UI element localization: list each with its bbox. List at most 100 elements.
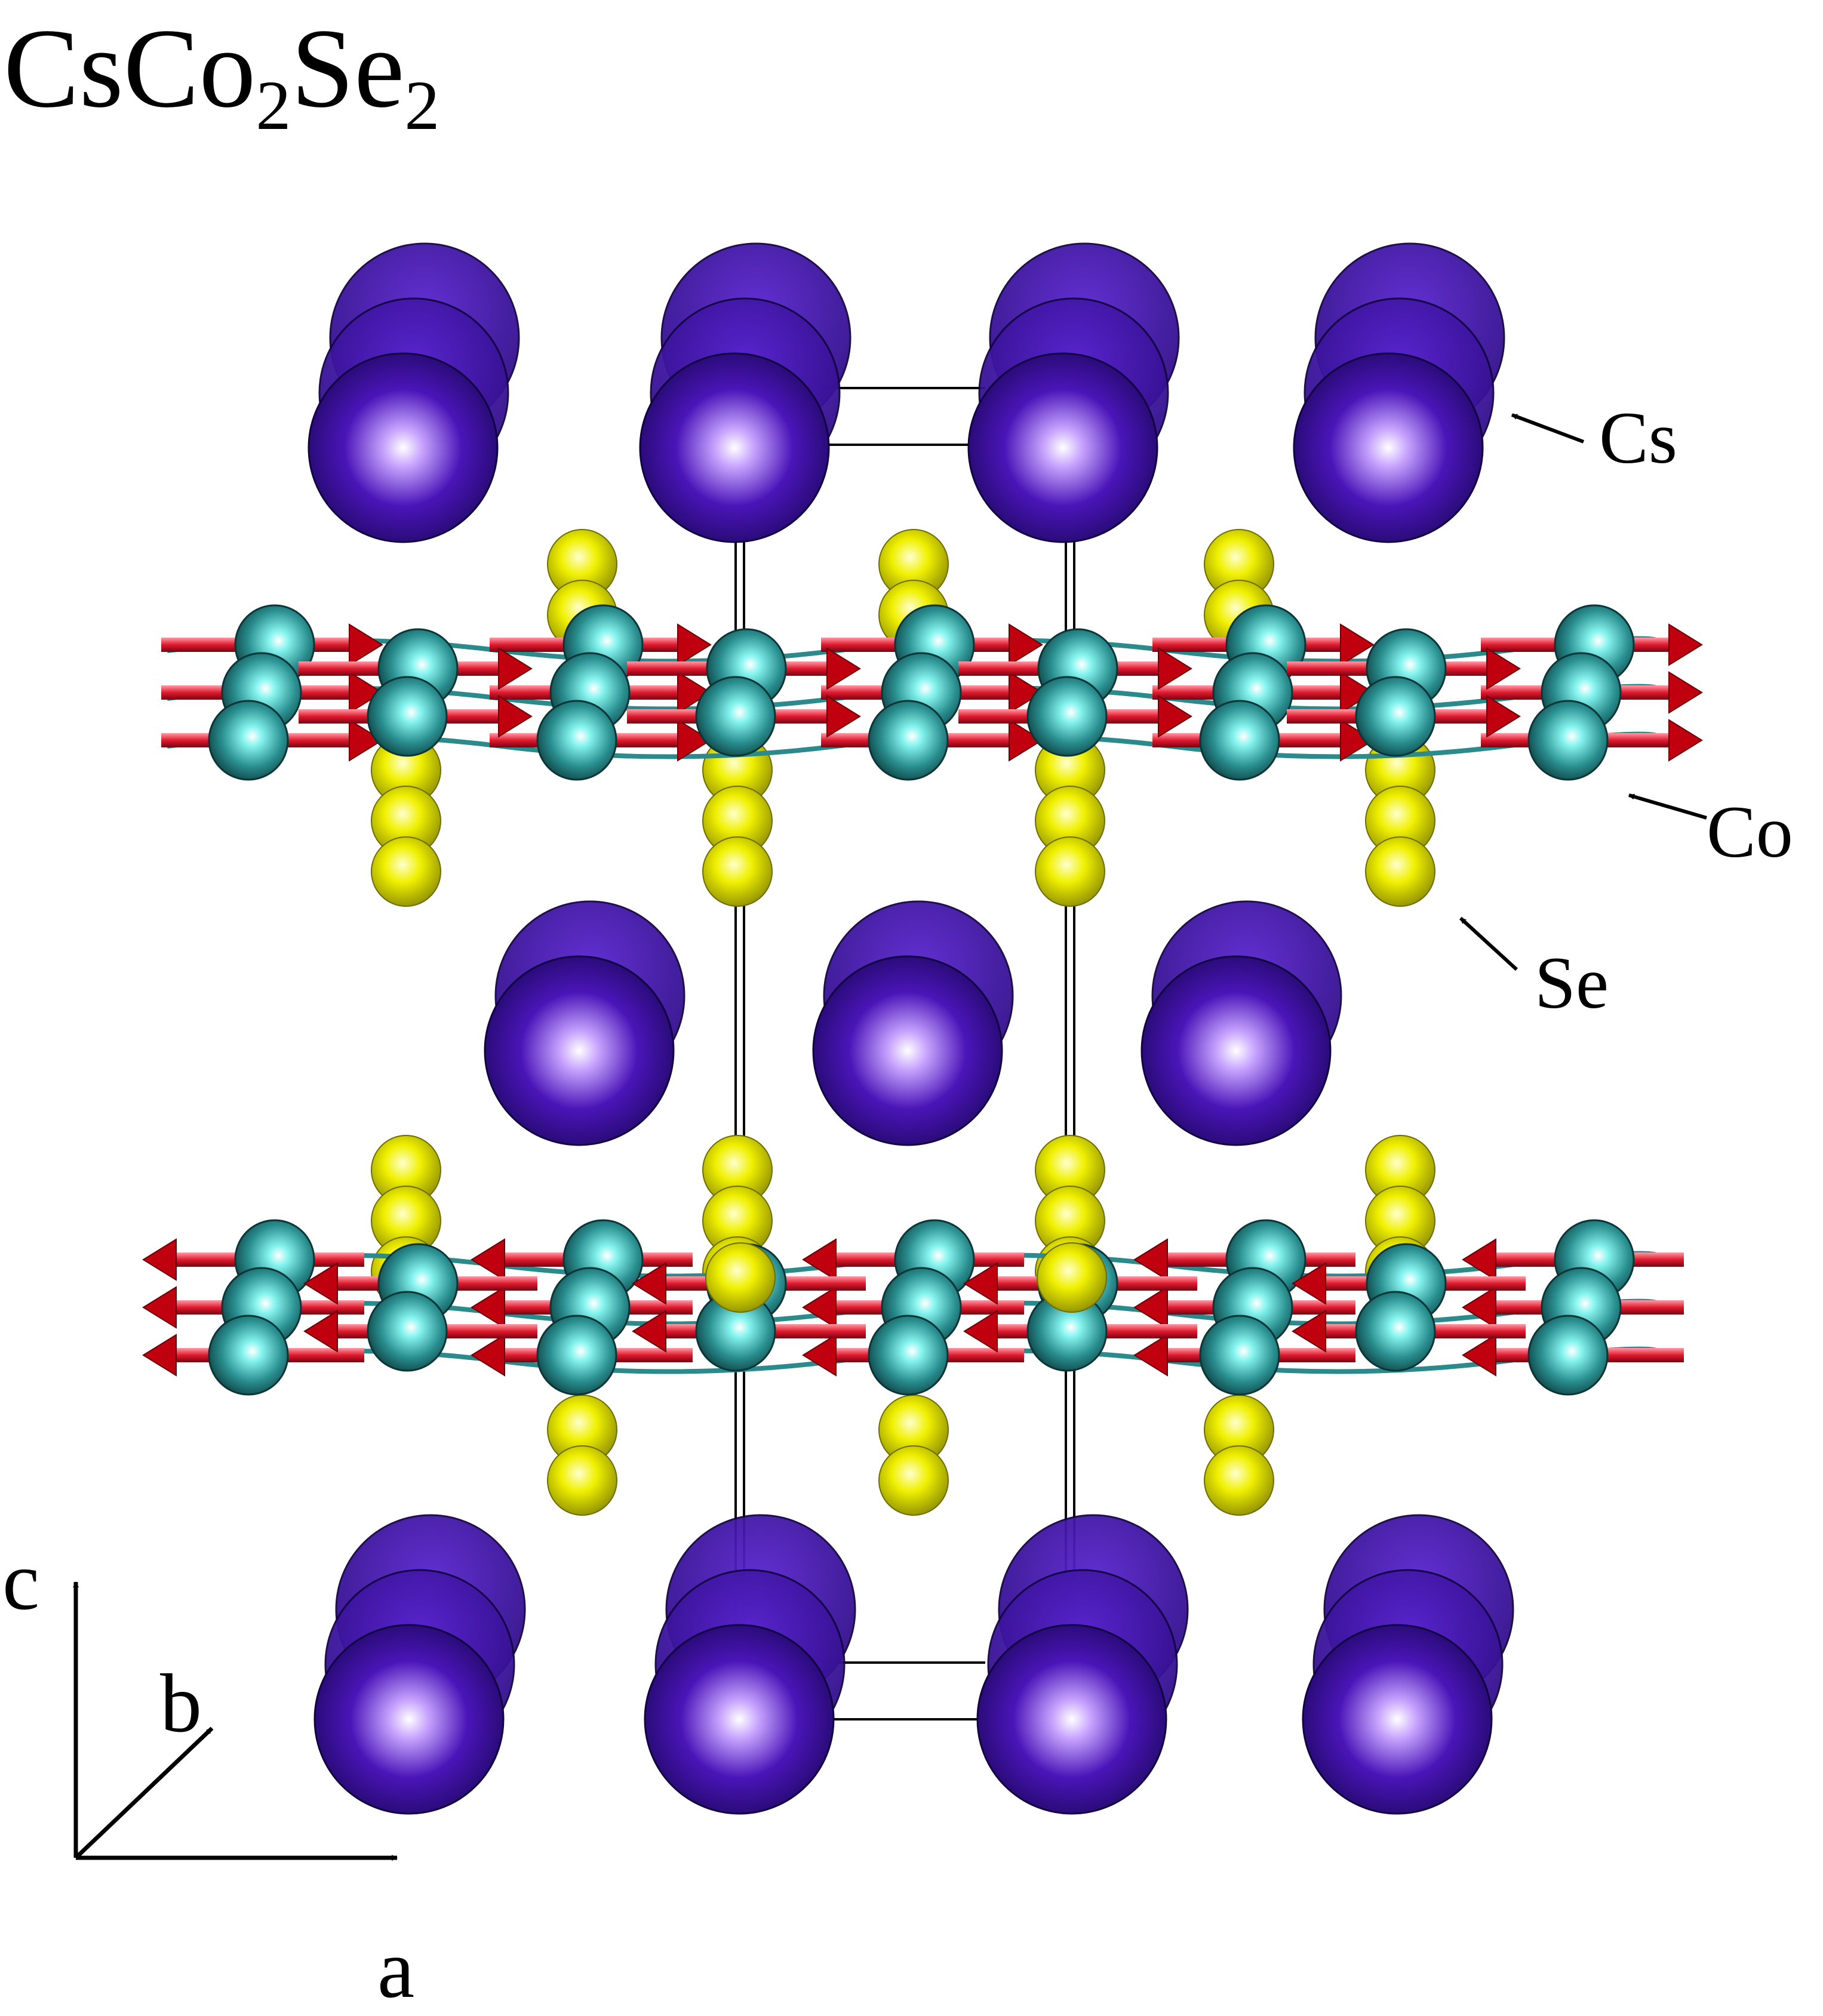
spin-arrow-head [677,719,712,762]
co-atom [367,1291,448,1372]
spin-arrow-head [1133,1334,1168,1377]
b-axis-arrow [74,1726,214,1860]
spin-arrow-head [1292,1310,1326,1353]
compound-formula: CsCo2Se2 [4,12,439,140]
co-atom [868,1315,949,1396]
spin-arrow-head [826,647,861,690]
spin-arrow-head [1486,695,1521,738]
label-se: Se [1535,942,1609,1024]
cs-atom [644,1624,835,1815]
cs-atom [308,352,499,543]
spin-arrow-head [1668,623,1703,666]
atoms-back-layer [308,242,1514,1815]
co-atom [536,700,617,781]
co-atom [1527,700,1609,781]
co-atom [1355,1291,1436,1372]
axis-label-a: a [377,1923,414,2015]
se-atom [1204,1445,1274,1516]
spin-arrow-head [1292,1262,1326,1305]
cs-atom [976,1624,1167,1815]
label-cs: Cs [1599,397,1677,479]
spin-arrow-head [1009,671,1043,714]
cs-pointer-arrow [1511,413,1585,444]
spin-arrow-head [1486,647,1521,690]
cs-atom [967,352,1158,543]
spin-arrow-head [1009,623,1043,666]
spin-arrow-head [1668,671,1703,714]
spin-arrow-head [677,623,712,666]
formula-se: Se [291,6,405,131]
spin-arrow-head [1133,1286,1168,1329]
spin-arrow-head [1340,671,1375,714]
formula-sub-se: 2 [404,66,440,144]
co-pointer-arrow [1628,793,1707,820]
se-atom [705,1242,776,1313]
co-atom [367,676,448,757]
cs-atom [1293,352,1484,543]
spin-arrow-head [802,1238,837,1281]
co-atom [208,1315,289,1396]
co-atom [1527,1315,1609,1396]
spin-arrow-head [1340,719,1375,762]
formula-cs-co: CsCo [4,6,256,131]
spin-arrow-head [142,1334,177,1377]
spin-arrow-head [632,1262,666,1305]
cs-atom [639,352,830,543]
spin-arrow-head [303,1310,338,1353]
spin-arrow-head [349,719,383,762]
cs-atom [1302,1624,1493,1815]
spin-arrow-head [349,671,383,714]
cs-atom [1140,955,1332,1146]
spin-arrow-head [349,623,383,666]
spin-arrow-head [142,1286,177,1329]
spin-arrow-head [826,695,861,738]
spin-arrow-head [1158,647,1192,690]
se-pointer-arrow [1459,916,1518,971]
se-atom [878,1445,949,1516]
axes-indicator: c b a [2,1535,414,2015]
co-atom [536,1315,617,1396]
co-atom [1199,1315,1280,1396]
spin-arrow-head [498,695,533,738]
se-atom [371,836,441,907]
atoms-front-layer [142,604,1703,1396]
spin-arrow-head [1009,719,1043,762]
co-atom [1199,700,1280,781]
spin-arrow-head [802,1334,837,1377]
spin-arrow-head [963,1310,998,1353]
axis-label-c: c [2,1535,39,1627]
label-co: Co [1707,791,1793,873]
spin-arrow-head [471,1238,505,1281]
co-atom [868,700,949,781]
co-atom [1026,676,1108,757]
cs-atom [812,955,1003,1146]
cs-atom [484,955,675,1146]
spin-arrow-head [1158,695,1192,738]
spin-arrow-head [1133,1238,1168,1281]
spin-arrow-head [677,671,712,714]
axis-label-b: b [160,1657,202,1750]
spin-arrow-head [142,1238,177,1281]
se-atom [702,836,773,907]
formula-sub-co: 2 [256,66,291,144]
spin-arrow-head [471,1334,505,1377]
spin-arrow-head [1340,623,1375,666]
spin-arrow-head [1668,719,1703,762]
se-atom [547,1445,617,1516]
spin-arrow-head [1462,1238,1496,1281]
co-atom [695,676,776,757]
spin-arrow-head [632,1310,666,1353]
spin-arrow-head [1462,1334,1496,1377]
se-atom [1037,1242,1107,1313]
spin-arrow-head [471,1286,505,1329]
spin-arrow-head [498,647,533,690]
co-atom [208,700,289,781]
spin-arrow-head [963,1262,998,1305]
spin-arrow-head [802,1286,837,1329]
element-labels: Cs Co Se [1459,397,1793,1024]
se-atom [1035,836,1105,907]
cs-atom [313,1624,505,1815]
spin-arrow-head [303,1262,338,1305]
co-atom [1355,676,1436,757]
